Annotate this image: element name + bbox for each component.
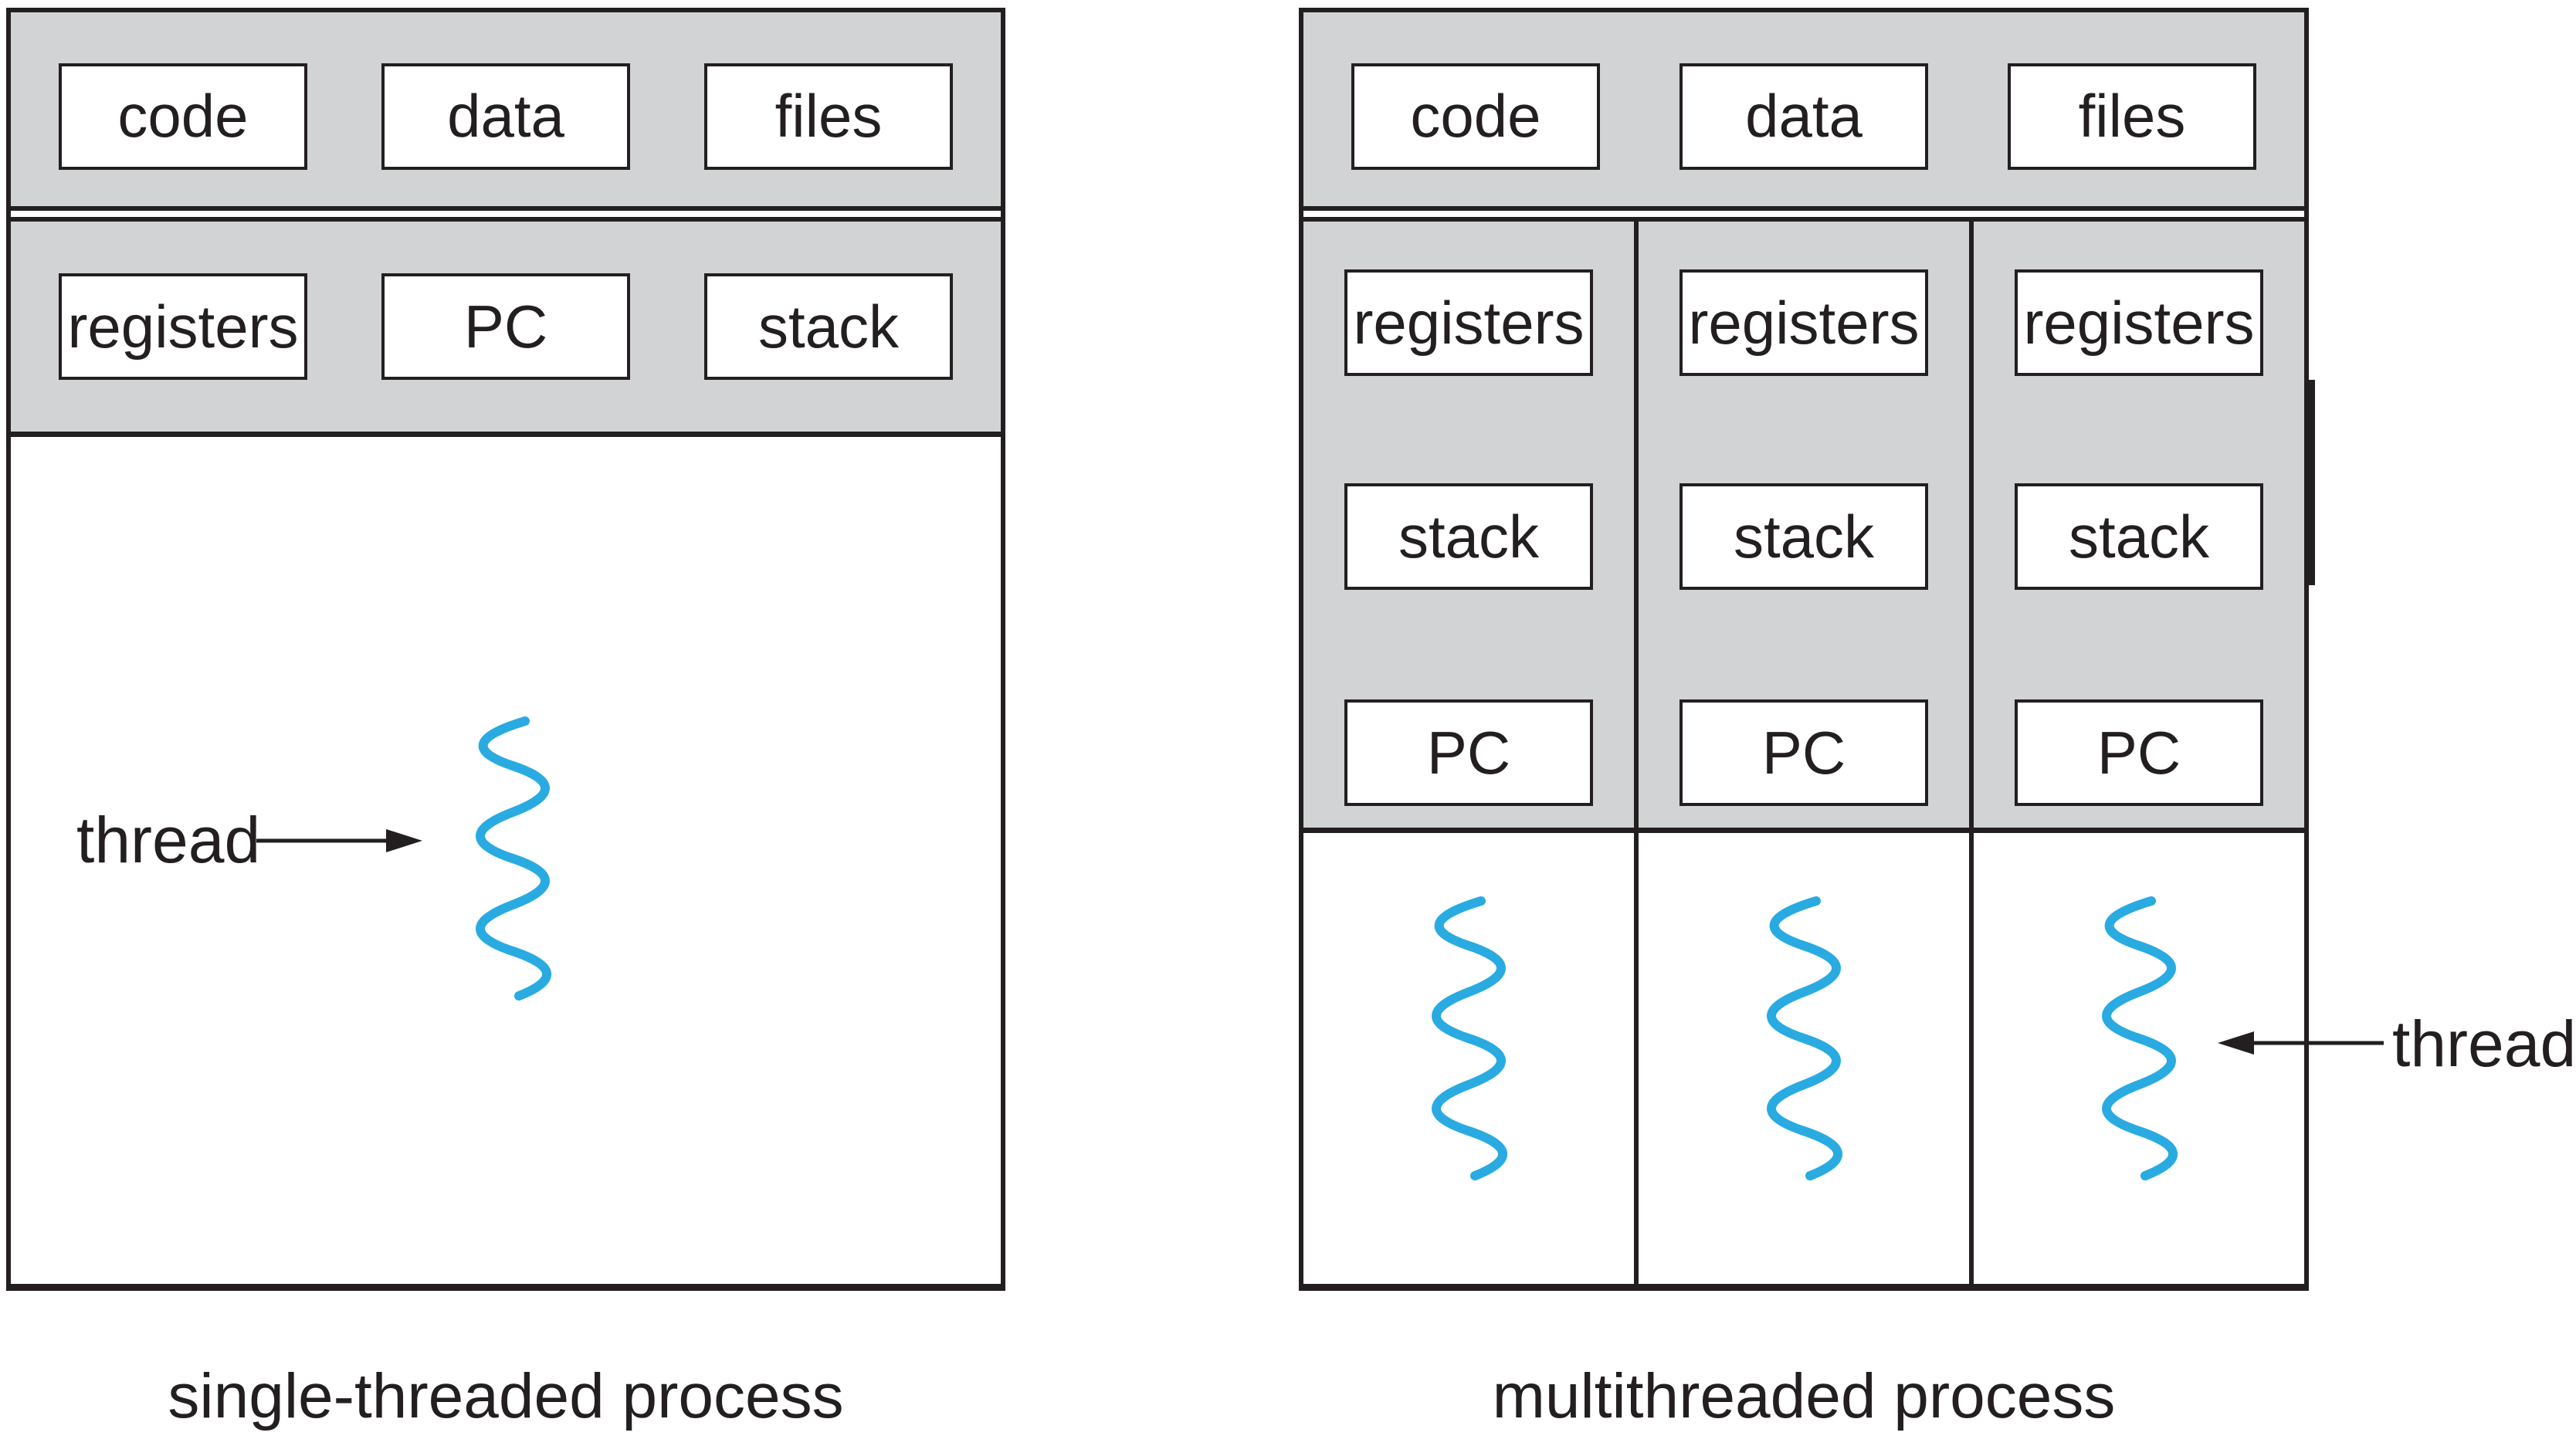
- files-box: files: [704, 63, 953, 170]
- data-box: data: [1679, 63, 1928, 170]
- stack-box: stack: [1344, 483, 1593, 590]
- pc-box: PC: [1344, 699, 1593, 806]
- code-box: code: [1351, 63, 1600, 170]
- registers-box: registers: [2015, 269, 2263, 376]
- arrow-left-icon: [2218, 1031, 2384, 1055]
- thread-label: thread: [2392, 1007, 2576, 1080]
- pc-box: PC: [2015, 699, 2263, 806]
- thread-column-3-body: [1974, 833, 2304, 1284]
- thread-column-2: registers stack PC: [1634, 222, 1969, 1284]
- multi-resources-band: code data files: [1303, 12, 2304, 211]
- stack-box: stack: [704, 273, 953, 380]
- thread-wave-icon: [1767, 896, 1842, 1180]
- border-notch: [2307, 380, 2315, 585]
- multithreaded-process-diagram: code data files registers stack PC: [1299, 8, 2309, 1291]
- thread-column-1-state: registers stack PC: [1303, 222, 1634, 833]
- thread-column-2-body: [1639, 833, 1969, 1284]
- arrow-right-icon: [256, 829, 422, 852]
- stack-box: stack: [2015, 483, 2263, 590]
- thread-wave-icon: [2102, 896, 2178, 1180]
- code-box: code: [59, 63, 307, 170]
- caption-single-threaded: single-threaded process: [168, 1361, 844, 1431]
- thread-column-1-body: [1303, 833, 1634, 1284]
- registers-box: registers: [59, 273, 307, 380]
- single-resources-band: code data files: [11, 12, 1001, 211]
- single-thread-state-band: registers PC stack: [11, 217, 1001, 437]
- data-box: data: [381, 63, 630, 170]
- single-threaded-process-diagram: code data files registers PC stack threa…: [6, 8, 1005, 1291]
- pc-box: PC: [381, 273, 630, 380]
- caption-multithreaded: multithreaded process: [1492, 1361, 2116, 1431]
- thread-column-1: registers stack PC: [1303, 222, 1634, 1284]
- stack-box: stack: [1679, 483, 1928, 590]
- registers-box: registers: [1679, 269, 1928, 376]
- thread-column-3-state: registers stack PC: [1974, 222, 2304, 833]
- pc-box: PC: [1679, 699, 1928, 806]
- files-box: files: [2008, 63, 2256, 170]
- thread-wave-icon: [1432, 896, 1507, 1180]
- thread-column-2-state: registers stack PC: [1639, 222, 1969, 833]
- thread-wave-icon: [476, 716, 551, 1001]
- registers-box: registers: [1344, 269, 1593, 376]
- thread-column-3: registers stack PC: [1969, 222, 2304, 1284]
- thread-label: thread: [76, 804, 261, 876]
- thread-columns: registers stack PC registers stack PC: [1303, 217, 2304, 1284]
